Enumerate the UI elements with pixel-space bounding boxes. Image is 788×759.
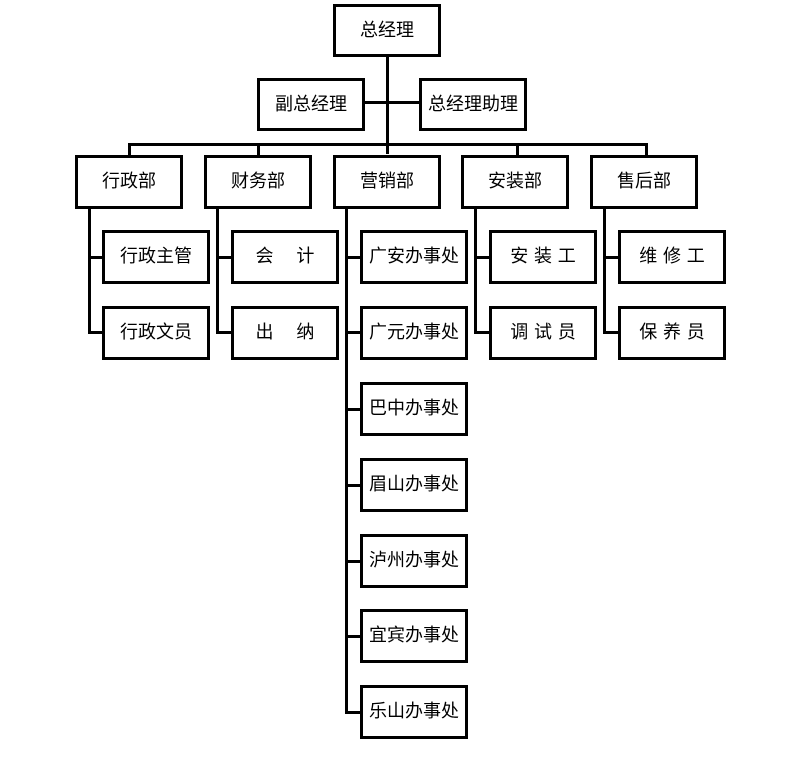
- node-finance-accountant: 会 计: [231, 230, 339, 284]
- connector-marketing-trunk: [345, 208, 348, 714]
- connector-marketing-unit-5: [345, 560, 362, 563]
- node-dept-marketing: 营销部: [333, 155, 441, 209]
- node-admin-clerk: 行政文员: [102, 306, 210, 360]
- node-office-luzhou: 泸州办事处: [360, 534, 468, 588]
- connector-finance-unit-1: [216, 256, 233, 259]
- node-office-meishan: 眉山办事处: [360, 458, 468, 512]
- node-deputy-general-manager: 副总经理: [257, 78, 365, 131]
- node-office-guangan: 广安办事处: [360, 230, 468, 284]
- node-office-guangyuan: 广元办事处: [360, 306, 468, 360]
- node-dept-after-sales: 售后部: [590, 155, 698, 209]
- node-admin-supervisor: 行政主管: [102, 230, 210, 284]
- connector-admin-trunk: [88, 208, 91, 334]
- connector-department-bus: [128, 143, 648, 146]
- node-finance-cashier: 出 纳: [231, 306, 339, 360]
- connector-marketing-unit-6: [345, 635, 362, 638]
- connector-install-unit-1: [474, 256, 491, 259]
- node-installer: 安 装 工: [489, 230, 597, 284]
- connector-dept-after-sales: [645, 143, 648, 155]
- connector-after-sales-unit-2: [603, 331, 620, 334]
- node-office-leshan: 乐山办事处: [360, 685, 468, 739]
- connector-admin-unit-2: [88, 331, 104, 334]
- connector-top-trunk: [386, 55, 389, 154]
- connector-marketing-unit-2: [345, 331, 362, 334]
- connector-marketing-unit-7: [345, 711, 362, 714]
- connector-after-sales-trunk: [603, 208, 606, 334]
- connector-dept-install: [516, 143, 519, 155]
- node-assistant-general-manager: 总经理助理: [419, 78, 527, 131]
- node-maintenance-staff: 保 养 员: [618, 306, 726, 360]
- connector-after-sales-unit-1: [603, 256, 620, 259]
- connector-dept-admin: [128, 143, 131, 155]
- node-dept-admin: 行政部: [75, 155, 183, 209]
- node-repair-technician: 维 修 工: [618, 230, 726, 284]
- connector-admin-unit-1: [88, 256, 104, 259]
- node-office-yibin: 宜宾办事处: [360, 609, 468, 663]
- connector-finance-trunk: [216, 208, 219, 334]
- node-office-bazhong: 巴中办事处: [360, 382, 468, 436]
- node-general-manager: 总经理: [333, 4, 441, 57]
- node-dept-finance: 财务部: [204, 155, 312, 209]
- node-dept-install: 安装部: [461, 155, 569, 209]
- node-commissioning-staff: 调 试 员: [489, 306, 597, 360]
- connector-marketing-unit-4: [345, 484, 362, 487]
- connector-dept-finance: [257, 143, 260, 155]
- connector-finance-unit-2: [216, 331, 233, 334]
- connector-install-unit-2: [474, 331, 491, 334]
- connector-install-trunk: [474, 208, 477, 334]
- connector-marketing-unit-3: [345, 408, 362, 411]
- connector-marketing-unit-1: [345, 256, 362, 259]
- connector-deputy-assistant: [363, 101, 421, 104]
